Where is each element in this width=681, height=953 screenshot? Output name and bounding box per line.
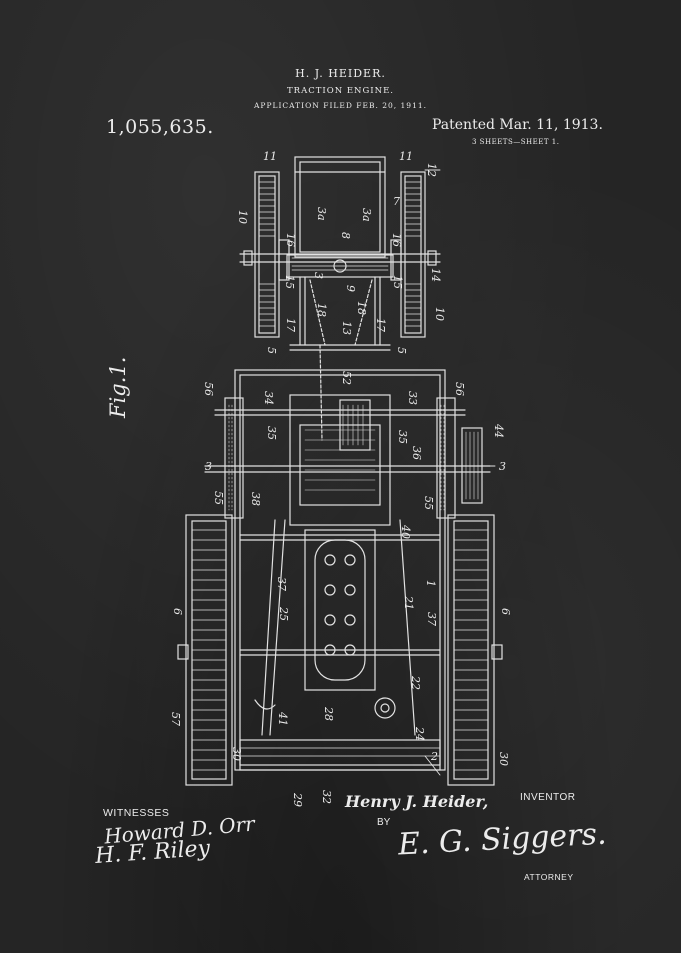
front-wheel-left bbox=[254, 171, 290, 338]
reference-numeral-2: 2 bbox=[430, 750, 438, 763]
rear-track-left bbox=[177, 514, 233, 786]
reference-numeral-8: 8 bbox=[339, 232, 352, 239]
patent-title: TRACTION ENGINE. bbox=[287, 86, 394, 96]
patent-number: 1,055,635. bbox=[106, 116, 214, 138]
reference-numeral-57: 57 bbox=[169, 712, 182, 726]
application-filed-date: APPLICATION FILED FEB. 20, 1911. bbox=[253, 101, 428, 110]
reference-numeral-13: 13 bbox=[340, 321, 353, 335]
reference-numeral-6b: 6 bbox=[499, 608, 512, 615]
reference-numeral-3R: 3 bbox=[499, 460, 506, 473]
reference-numeral-6a: 6 bbox=[171, 608, 184, 615]
reference-numeral-16a: 16 bbox=[284, 233, 297, 247]
reference-numeral-37b: 37 bbox=[425, 612, 438, 626]
attorney-label: ATTORNEY bbox=[524, 872, 574, 882]
reference-numeral-37: 37 bbox=[275, 577, 288, 591]
reference-numeral-40a: 40 bbox=[399, 524, 412, 539]
witnesses-label: WITNESSES bbox=[103, 807, 170, 819]
reference-numeral-5a: 5 bbox=[265, 347, 278, 354]
reference-numeral-36: 36 bbox=[410, 446, 423, 460]
reference-numeral-56a: 56 bbox=[202, 382, 215, 396]
reference-numeral-32: 32 bbox=[320, 790, 333, 804]
reference-numeral-25: 25 bbox=[277, 606, 290, 621]
inventor-signature: Henry J. Heider, bbox=[345, 792, 489, 811]
reference-numeral-24: 24 bbox=[413, 726, 426, 741]
reference-numeral-1: 1 bbox=[424, 580, 437, 587]
reference-numeral-15a: 15 bbox=[283, 275, 296, 289]
reference-numeral-56b: 56 bbox=[453, 382, 466, 396]
drive-rods bbox=[254, 519, 416, 736]
reference-numeral-10b: 10 bbox=[433, 307, 446, 321]
section-markers bbox=[214, 169, 496, 776]
reference-numeral-35b: 35 bbox=[396, 430, 409, 444]
reference-numeral-9: 9 bbox=[344, 285, 357, 292]
reference-numeral-16b: 16 bbox=[390, 233, 403, 247]
rear-track-right bbox=[447, 514, 503, 786]
reference-numeral-12: 12 bbox=[425, 163, 438, 177]
reference-numeral-11b: 11 bbox=[399, 150, 413, 163]
reference-numeral-55b: 55 bbox=[422, 496, 435, 510]
reference-numeral-35a: 35 bbox=[265, 426, 278, 440]
reference-numeral-41: 41 bbox=[276, 711, 289, 726]
sheet-count: 3 SHEETS—SHEET 1. bbox=[472, 138, 560, 146]
transmission-gearing bbox=[289, 394, 391, 526]
reference-numeral-5b: 5 bbox=[395, 347, 408, 354]
main-frame bbox=[204, 344, 491, 771]
reference-numeral-52: 52 bbox=[340, 371, 353, 385]
reference-numeral-34: 34 bbox=[262, 391, 275, 405]
reference-numeral-7: 7 bbox=[393, 195, 400, 208]
reference-numeral-28: 28 bbox=[322, 706, 335, 721]
reference-numeral-18b: 18 bbox=[355, 301, 368, 315]
reference-numeral-33: 33 bbox=[406, 391, 419, 405]
reference-numeral-21: 21 bbox=[402, 595, 415, 610]
engine-cylinders bbox=[304, 529, 396, 719]
reference-numeral-15b: 15 bbox=[391, 275, 404, 289]
reference-numeral-3L: 3 bbox=[205, 460, 212, 473]
reference-numeral-55a: 55 bbox=[212, 491, 225, 505]
reference-numeral-38: 38 bbox=[249, 492, 262, 506]
front-wheel-right bbox=[390, 171, 426, 338]
reference-numeral-30b: 30 bbox=[497, 752, 510, 766]
front-axle bbox=[239, 250, 441, 266]
flywheel bbox=[461, 427, 483, 504]
reference-numeral-3: 3 bbox=[312, 272, 325, 279]
reference-numeral-29: 29 bbox=[291, 792, 304, 807]
inventor-label: INVENTOR bbox=[520, 792, 576, 803]
reference-numeral-18a: 18 bbox=[315, 303, 328, 317]
reference-numeral-17b: 17 bbox=[374, 318, 387, 332]
reference-numeral-3a1: 3a bbox=[315, 207, 328, 221]
reference-numeral-44: 44 bbox=[492, 423, 505, 438]
patented-date: Patented Mar. 11, 1913. bbox=[432, 117, 603, 133]
front-frame bbox=[286, 156, 394, 346]
reference-numeral-22: 22 bbox=[409, 675, 422, 690]
reference-numeral-30a: 30 bbox=[230, 747, 243, 761]
reference-numeral-10a: 10 bbox=[236, 210, 249, 224]
reference-numeral-14: 14 bbox=[429, 268, 442, 282]
steering-chains bbox=[309, 279, 373, 441]
reference-numeral-3a2: 3a bbox=[360, 208, 373, 222]
by-label: BY bbox=[377, 817, 391, 828]
reference-numeral-11a: 11 bbox=[263, 150, 277, 163]
inventor-heading: H. J. HEIDER. bbox=[295, 67, 386, 80]
reference-numeral-17a: 17 bbox=[284, 318, 297, 332]
